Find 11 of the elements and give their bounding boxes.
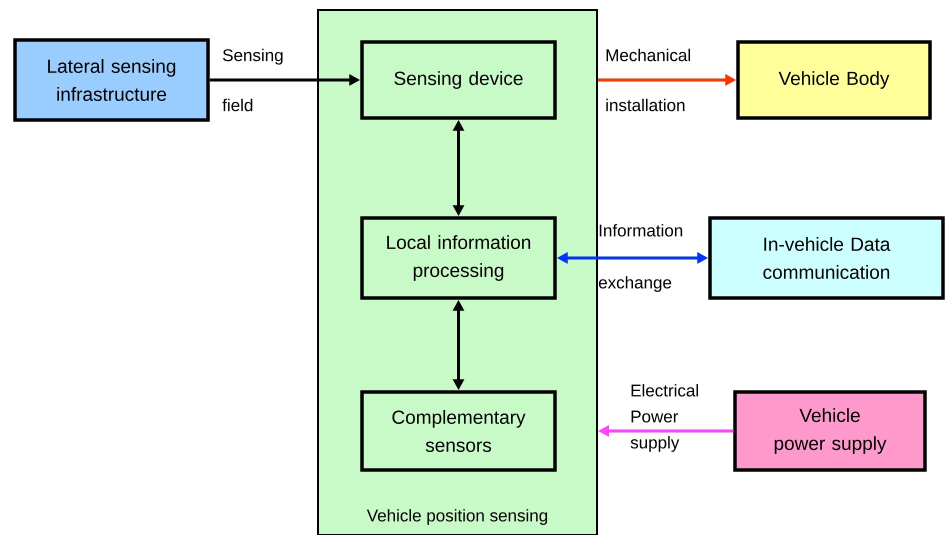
edge-label: Information exchange: [598, 224, 682, 292]
system-box: Lateral sensing infrastructure: [13, 38, 210, 122]
edge-label: Mechanical installation: [606, 48, 690, 112]
edge-label: Sensing field: [222, 48, 283, 112]
process-box: Sensing device: [360, 40, 557, 120]
edge-label: Electrical Power supply: [630, 384, 698, 452]
process-box: Complementary sensors: [360, 390, 557, 472]
system-box: Vehicle Body: [736, 40, 932, 120]
system-box: Vehicle power supply: [733, 390, 927, 472]
system-box: In-vehicle Data communication: [708, 216, 945, 300]
process-box: Local information processing: [360, 216, 557, 300]
